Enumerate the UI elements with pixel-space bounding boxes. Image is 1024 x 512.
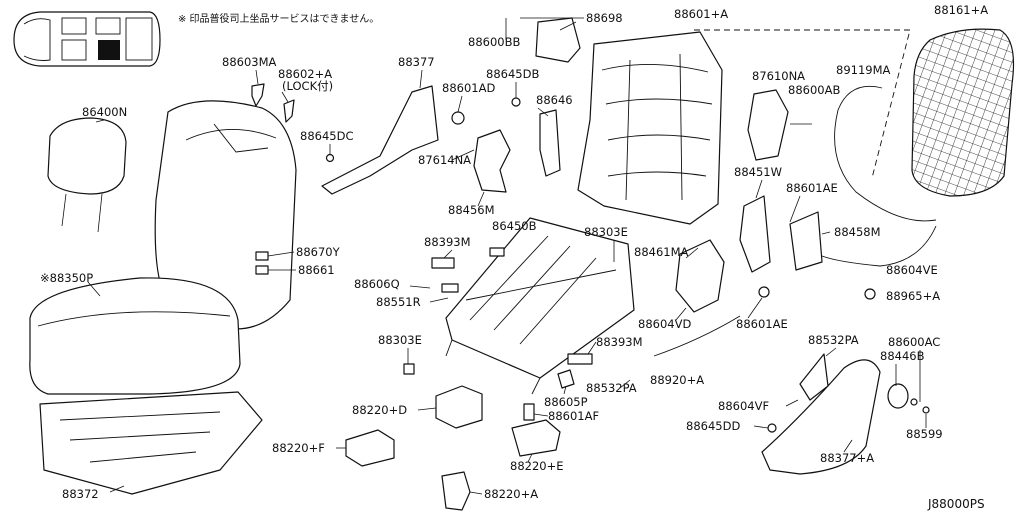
cable-88604VE	[821, 225, 937, 267]
label-88601AF: 88601AF	[548, 409, 599, 423]
label-88670Y: 88670Y	[296, 245, 341, 259]
cable-89119MA	[834, 85, 937, 222]
cover-88220A	[441, 471, 471, 511]
label-88220D: 88220+D	[352, 403, 407, 417]
label-88303E-bot: 88303E	[378, 333, 422, 347]
label-88456M: 88456M	[448, 203, 495, 217]
notice-text: ※ 印品普役司上坐品サービスはできません。	[178, 12, 379, 25]
label-88645DC: 88645DC	[300, 129, 353, 143]
recliner-bracket	[473, 129, 511, 193]
knob-88446B	[887, 383, 909, 409]
label-88965A: 88965+A	[886, 289, 940, 303]
label-88645DB: 88645DB	[486, 67, 539, 81]
cover-88220F	[345, 429, 395, 467]
label-88601AE-top: 88601AE	[786, 181, 838, 195]
bracket-88646	[539, 109, 561, 177]
diagram-code: J88000PS	[927, 497, 985, 511]
label-88393M-top: 88393M	[424, 235, 471, 249]
label-88350P: ※88350P	[40, 271, 93, 285]
lever-87610NA	[747, 89, 789, 161]
label-88446B: 88446B	[880, 349, 925, 363]
label-88393M-bot: 88393M	[596, 335, 643, 349]
bracket-88458M	[789, 211, 823, 271]
label-86450B: 86450B	[492, 219, 537, 233]
label-88532PA-bot: 88532PA	[586, 381, 637, 395]
lumbar-mesh-88161A	[911, 28, 1015, 197]
label-88461MA: 88461MA	[634, 245, 689, 259]
clip-parts	[251, 83, 335, 275]
label-88220F: 88220+F	[272, 441, 325, 455]
label-88602A-note: (LOCK付)	[282, 79, 333, 93]
label-88602A: 88602+A	[278, 67, 332, 81]
rail-88920A	[653, 315, 741, 357]
vehicle-seat-location-icon	[13, 11, 161, 67]
label-88551R: 88551R	[376, 295, 421, 309]
cushion-frame	[445, 217, 635, 395]
seatback-frame	[577, 29, 911, 225]
label-87610NA: 87610NA	[752, 69, 805, 83]
label-88377: 88377	[398, 55, 435, 69]
label-88646: 88646	[536, 93, 573, 107]
bracket-88451W	[739, 195, 771, 273]
seat-assembly	[29, 100, 297, 495]
label-88161A: 88161+A	[934, 3, 988, 17]
part-labels: 88161+A 88601+A 88698 88600BB 88603MA 88…	[40, 3, 988, 501]
label-88600AB: 88600AB	[788, 83, 840, 97]
label-88605P: 88605P	[544, 395, 588, 409]
label-88604VD: 88604VD	[638, 317, 691, 331]
label-88604VE: 88604VE	[886, 263, 938, 277]
side-trim-88377A	[761, 359, 881, 475]
label-89119MA: 89119MA	[836, 63, 891, 77]
cover-88220D	[435, 385, 483, 429]
label-88601AE-bot: 88601AE	[736, 317, 788, 331]
label-88661: 88661	[298, 263, 335, 277]
side-panel-88377	[321, 85, 439, 195]
label-86400N: 86400N	[82, 105, 127, 119]
label-88606Q: 88606Q	[354, 277, 400, 291]
label-88220E: 88220+E	[510, 459, 564, 473]
label-88920A: 88920+A	[650, 373, 704, 387]
cover-88220E	[511, 419, 561, 457]
label-88532PA-top: 88532PA	[808, 333, 859, 347]
label-88600BB: 88600BB	[468, 35, 520, 49]
leader-lines	[87, 17, 927, 495]
label-88600AC: 88600AC	[888, 335, 940, 349]
label-88372: 88372	[62, 487, 99, 501]
recliner-88461MA	[675, 239, 725, 313]
label-88601A: 88601+A	[674, 7, 728, 21]
label-88698: 88698	[586, 11, 623, 25]
label-88303E-top: 88303E	[584, 225, 628, 239]
label-88645DD: 88645DD	[686, 419, 740, 433]
clip-88393M	[431, 257, 455, 269]
label-88601AD: 88601AD	[442, 81, 495, 95]
label-88458M: 88458M	[834, 225, 881, 239]
label-88603MA: 88603MA	[222, 55, 277, 69]
label-88599: 88599	[906, 427, 943, 441]
label-88377A: 88377+A	[820, 451, 874, 465]
label-88451W: 88451W	[734, 165, 782, 179]
label-88220A: 88220+A	[484, 487, 538, 501]
board-88698	[535, 17, 581, 63]
label-87614NA: 87614NA	[418, 153, 471, 167]
label-88604VF: 88604VF	[718, 399, 769, 413]
